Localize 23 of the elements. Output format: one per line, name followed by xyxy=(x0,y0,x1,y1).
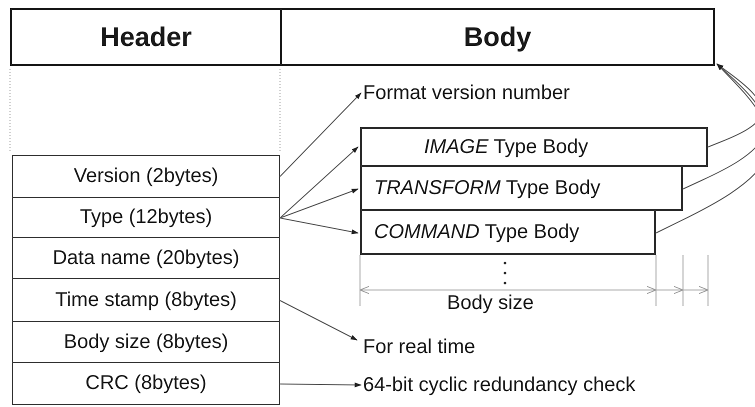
annotation-text: Format version number xyxy=(363,78,603,108)
arrow xyxy=(682,64,755,190)
arrow xyxy=(280,382,362,388)
header-cell: Header xyxy=(10,8,280,66)
arrow xyxy=(280,218,359,234)
field-cell: Body size (8bytes) xyxy=(12,322,280,363)
arrow xyxy=(280,188,359,218)
annotation-text: For real time xyxy=(363,332,563,362)
arrow xyxy=(280,300,358,340)
arrow xyxy=(280,92,362,177)
arrow xyxy=(280,146,359,218)
field-cell: Version (2bytes) xyxy=(12,155,280,198)
field-cell: Time stamp (8bytes) xyxy=(12,279,280,322)
arrow xyxy=(656,64,755,234)
annotation-text: 64-bit cyclic redundancy check xyxy=(363,370,753,400)
field-cell: Data name (20bytes) xyxy=(12,238,280,279)
header-cell: Body xyxy=(280,8,715,66)
arrow xyxy=(708,64,755,148)
field-cell: Type (12bytes) xyxy=(12,198,280,238)
field-cell: CRC (8bytes) xyxy=(12,363,280,405)
body-type-box: TRANSFORM Type Body xyxy=(360,167,683,211)
body-type-box: IMAGE Type Body xyxy=(360,127,708,167)
body-type-box: COMMAND Type Body xyxy=(360,211,656,255)
